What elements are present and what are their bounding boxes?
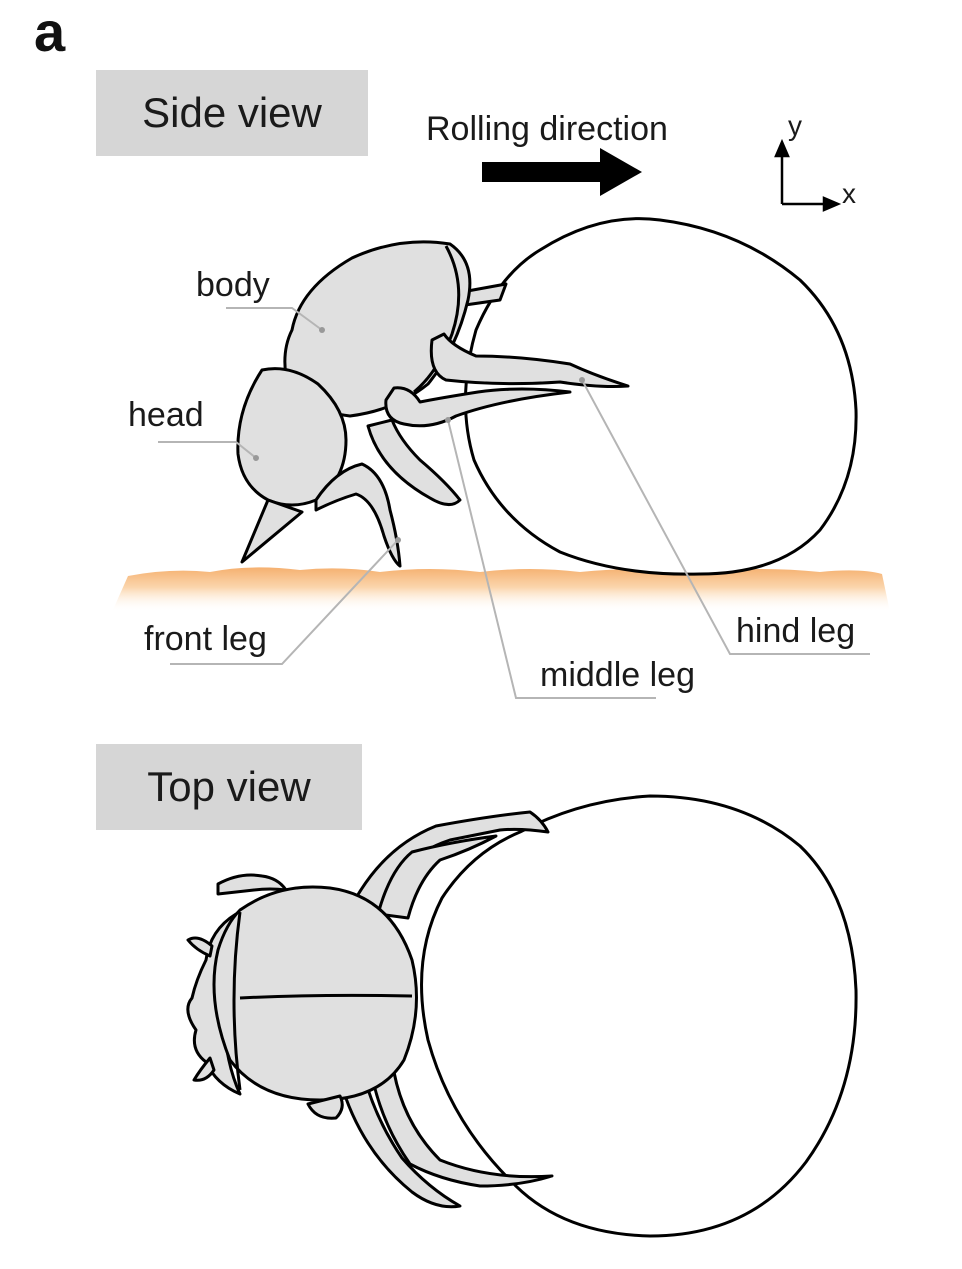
front-leg-top-left — [186, 936, 214, 958]
ground — [112, 567, 890, 612]
dung-ball-top — [420, 794, 858, 1238]
axis-x-label: x — [842, 178, 856, 209]
front-leg-side — [314, 462, 402, 568]
rolling-direction-label: Rolling direction — [426, 110, 668, 148]
beetle-clypeus-side — [240, 498, 304, 564]
leader-dots — [253, 327, 585, 543]
middle-leg-top-lower — [338, 1074, 462, 1209]
middle-leg-top-upper — [376, 834, 498, 920]
axis-y-label: y — [788, 110, 802, 141]
front-leg-top-lower — [192, 1056, 216, 1082]
side-view-title-box: Side view — [96, 70, 368, 156]
leader-lines — [158, 307, 870, 699]
side-view-title: Side view — [142, 89, 322, 136]
top-view-title-box: Top view — [96, 744, 362, 830]
panel-label: a — [34, 0, 66, 63]
front-leg-label: front leg — [144, 620, 267, 658]
rolling-direction-arrow-icon — [482, 148, 642, 196]
middle-leg-side — [384, 386, 572, 428]
head-label: head — [128, 396, 204, 434]
body-label: body — [196, 266, 270, 304]
hind-leg-side — [429, 332, 630, 388]
middle-leg-label: middle leg — [540, 656, 695, 694]
hind-leg-label: hind leg — [736, 612, 856, 650]
hind-leg-top-lower — [370, 1058, 554, 1188]
beetle-tail-top — [306, 1094, 344, 1120]
top-view-title: Top view — [147, 763, 311, 810]
middle-leg-lower-side — [366, 418, 462, 506]
axis-indicator-icon — [774, 138, 842, 212]
beetle-body-top — [212, 885, 418, 1102]
